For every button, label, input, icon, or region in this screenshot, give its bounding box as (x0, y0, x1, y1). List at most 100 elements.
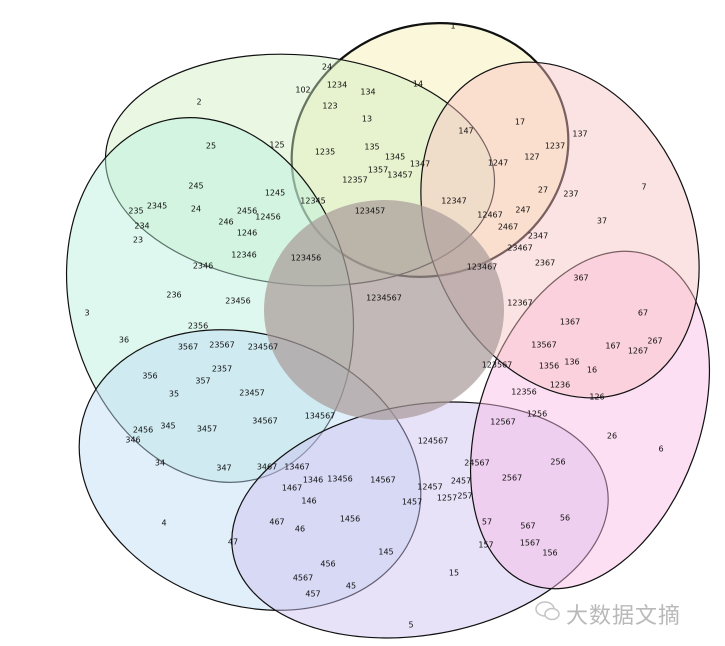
watermark-text: 大数据文摘 (566, 604, 682, 629)
region-label: 167 (605, 342, 620, 351)
region-label: 5 (408, 621, 413, 630)
region-label: 27 (538, 186, 548, 195)
region-label: 123457 (355, 207, 386, 216)
region-label: 1 (450, 22, 455, 31)
region-label: 1345 (385, 153, 405, 162)
region-label: 136 (564, 358, 579, 367)
region-label: 4567 (293, 574, 313, 583)
region-label: 246 (218, 218, 233, 227)
region-label: 3467 (257, 463, 277, 472)
region-label: 147 (458, 127, 473, 136)
region-label: 125 (269, 141, 284, 150)
region-label: 13467 (284, 463, 309, 472)
region-label: 24567 (464, 459, 489, 468)
region-label: 267 (647, 337, 662, 346)
region-label: 236 (166, 291, 181, 300)
region-label: 1234567 (366, 294, 402, 303)
region-label: 12345 (300, 197, 325, 206)
region-label: 26 (607, 432, 617, 441)
core-region (264, 200, 504, 420)
region-label: 3567 (178, 343, 198, 352)
region-label: 456 (320, 560, 335, 569)
region-label: 235 (128, 207, 143, 216)
region-label: 46 (295, 525, 305, 534)
region-label: 2467 (498, 223, 518, 232)
region-label: 357 (195, 377, 210, 386)
region-label: 1234 (327, 81, 347, 90)
region-label: 13567 (531, 341, 556, 350)
region-label: 1457 (402, 498, 422, 507)
region-label: 457 (305, 590, 320, 599)
region-label: 1267 (628, 347, 648, 356)
region-label: 37 (597, 217, 607, 226)
region-label: 234 (134, 222, 149, 231)
region-label: 127 (524, 153, 539, 162)
region-label: 2345 (147, 202, 167, 211)
region-label: 346 (125, 436, 140, 445)
region-label: 17 (515, 118, 525, 127)
region-label: 123567 (482, 361, 513, 370)
region-label: 4 (161, 519, 166, 528)
region-label: 145 (378, 548, 393, 557)
region-label: 12467 (477, 211, 502, 220)
region-label: 14567 (370, 476, 395, 485)
region-label: 23457 (239, 389, 264, 398)
region-label: 67 (638, 309, 648, 318)
region-label: 1356 (539, 362, 559, 371)
region-label: 23 (133, 236, 143, 245)
region-label: 247 (515, 206, 530, 215)
region-label: 12346 (231, 251, 256, 260)
region-label: 2456 (237, 207, 257, 216)
region-label: 23467 (507, 244, 532, 253)
region-label: 234567 (248, 343, 279, 352)
region-label: 2457 (451, 477, 471, 486)
region-label: 3457 (197, 425, 217, 434)
region-label: 102 (295, 86, 310, 95)
set-6-shape (469, 250, 711, 590)
region-label: 1235 (315, 148, 335, 157)
region-label: 2367 (535, 259, 555, 268)
region-label: 356 (142, 372, 157, 381)
region-label: 1567 (520, 539, 540, 548)
region-label: 2356 (188, 322, 208, 331)
region-label: 1467 (282, 484, 302, 493)
region-label: 34567 (252, 417, 277, 426)
region-label: 2 (196, 98, 201, 107)
region-label: 367 (573, 274, 588, 283)
region-label: 1357 (368, 166, 388, 175)
region-label: 156 (542, 549, 557, 558)
region-label: 2346 (193, 262, 213, 271)
region-label: 12357 (342, 176, 367, 185)
region-label: 34 (155, 459, 165, 468)
region-label: 12356 (511, 388, 536, 397)
region-label: 7 (641, 183, 646, 192)
region-label: 2347 (528, 232, 548, 241)
region-label: 15 (449, 569, 459, 578)
region-label: 1256 (527, 410, 547, 419)
region-label: 12367 (507, 299, 532, 308)
region-label: 36 (119, 336, 129, 345)
region-label: 1456 (340, 515, 360, 524)
region-label: 2357 (212, 365, 232, 374)
region-label: 1237 (545, 142, 565, 151)
region-label: 23567 (209, 341, 234, 350)
region-label: 123467 (467, 263, 498, 272)
region-label: 345 (160, 422, 175, 431)
region-label: 124567 (418, 437, 449, 446)
region-label: 135 (364, 143, 379, 152)
region-label: 1346 (303, 476, 323, 485)
region-label: 13 (362, 115, 372, 124)
region-label: 134567 (305, 412, 336, 421)
region-label: 157 (478, 541, 493, 550)
region-label: 12567 (490, 418, 515, 427)
region-label: 347 (216, 464, 231, 473)
region-label: 3 (84, 309, 89, 318)
region-label: 57 (482, 518, 492, 527)
region-label: 45 (346, 582, 356, 591)
region-label: 1245 (265, 189, 285, 198)
region-label: 245 (188, 182, 203, 191)
region-label: 35 (169, 390, 179, 399)
region-label: 23456 (225, 297, 250, 306)
